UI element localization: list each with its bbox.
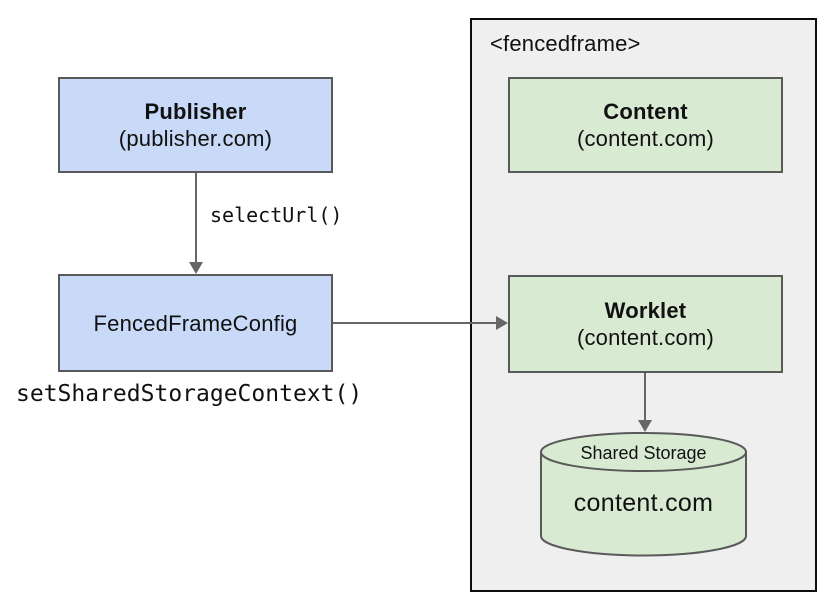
select-url-call-label: selectUrl() [210, 203, 343, 227]
content-title: Content [603, 99, 688, 124]
arrow-shaft [195, 173, 197, 262]
fenced-frame-config-label: FencedFrameConfig [93, 310, 298, 336]
publisher-box: Publisher (publisher.com) [58, 77, 333, 173]
content-origin: (content.com) [576, 126, 715, 151]
shared-storage-label: Shared Storage [580, 443, 707, 463]
set-shared-storage-context-call-label: setSharedStorageContext() [16, 381, 363, 407]
fencedframe-tag-label: <fencedframe> [490, 31, 641, 56]
arrowhead-down-icon [189, 262, 203, 274]
database-cylinder-icon [540, 432, 747, 557]
fenced-frame-config-box: FencedFrameConfig [58, 274, 333, 372]
arrow-shaft [644, 373, 646, 420]
publisher-title: Publisher [144, 99, 247, 124]
arrow-shaft [333, 322, 496, 324]
shared-storage-origin: content.com [573, 489, 714, 517]
worklet-box: Worklet (content.com) [508, 275, 783, 373]
worklet-origin: (content.com) [576, 325, 715, 350]
arrowhead-right-icon [496, 316, 508, 330]
arrowhead-down-icon [638, 420, 652, 432]
content-box: Content (content.com) [508, 77, 783, 173]
publisher-origin: (publisher.com) [118, 126, 273, 151]
worklet-title: Worklet [604, 298, 687, 323]
